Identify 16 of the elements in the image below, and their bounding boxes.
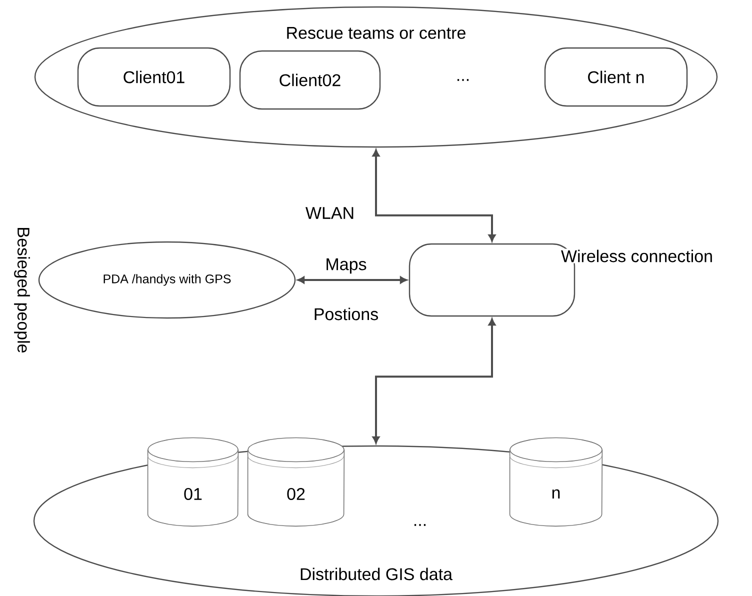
ellipsis: ... (412, 523, 428, 527)
arrow (298, 276, 407, 284)
text-label: Postions (312, 306, 380, 322)
rounded-box: Client01 (77, 47, 231, 107)
edge-label: Maps (326, 258, 366, 274)
text-label: Wireless connection (560, 248, 714, 264)
edge-label: WLAN (306, 207, 354, 219)
arrow (372, 318, 496, 444)
cylinder: 01 (147, 437, 239, 527)
arrow (372, 150, 496, 242)
rounded-box: Client02 (239, 50, 381, 110)
cylinder: n (509, 437, 603, 527)
ellipsis: ... (454, 78, 472, 82)
cylinder: 02 (247, 437, 345, 527)
rounded-box: Client n (544, 47, 688, 107)
side-label: Besieged people (14, 228, 30, 353)
